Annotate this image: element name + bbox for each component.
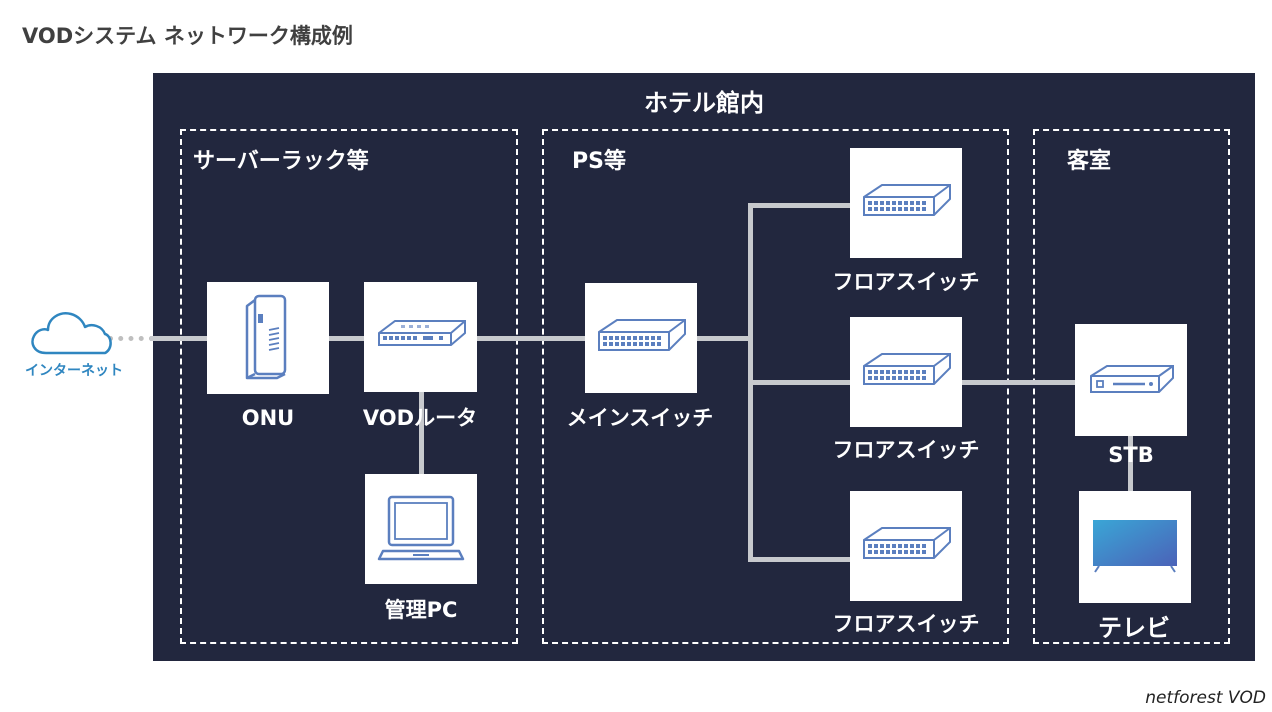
hotel-label: ホテル館内 <box>644 89 764 117</box>
network-switch-icon <box>863 353 951 385</box>
stb-label: STB <box>1108 443 1154 467</box>
tv-label: テレビ <box>1098 614 1170 642</box>
network-switch-icon <box>863 527 951 559</box>
floor-switch-label-1: フロアスイッチ <box>832 270 980 294</box>
link-floor-2 <box>748 380 852 385</box>
link-stb-tv <box>1128 434 1133 491</box>
brand-logo-text: netforest VOD <box>1145 688 1266 708</box>
floor-switch-label-3: フロアスイッチ <box>832 612 980 636</box>
television-icon <box>1093 520 1177 573</box>
zone-server-rack <box>180 129 518 644</box>
vod-router-label: VODルータ <box>362 406 478 430</box>
tv-box <box>1079 491 1191 603</box>
onu-label: ONU <box>241 406 295 430</box>
main-switch-box <box>585 283 697 393</box>
vod-router-box <box>364 282 477 392</box>
floor-switch-box-3 <box>850 491 962 601</box>
set-top-box-icon <box>1090 365 1174 393</box>
admin-pc-box <box>365 474 477 584</box>
router-icon <box>377 320 466 346</box>
link-floor-1 <box>748 203 852 208</box>
network-switch-icon <box>598 319 686 351</box>
zone-ps <box>542 129 1009 644</box>
zone-label-server-rack: サーバーラック等 <box>193 149 369 174</box>
hotel-panel <box>153 73 1255 661</box>
internet-cloud <box>28 305 114 357</box>
stb-box <box>1075 324 1187 436</box>
laptop-icon <box>377 495 465 561</box>
onu-device-icon <box>245 294 287 380</box>
network-switch-icon <box>863 184 951 216</box>
onu-box <box>207 282 329 394</box>
floor-switch-box-2 <box>850 317 962 427</box>
zone-label-guest-room: 客室 <box>1067 149 1112 174</box>
internet-label: インターネット <box>25 363 123 379</box>
zone-guest-room <box>1033 129 1230 644</box>
internet-link-dotted <box>108 336 154 341</box>
cloud-icon <box>31 312 112 355</box>
main-switch-label: メインスイッチ <box>566 406 714 430</box>
floor-switch-box-1 <box>850 148 962 258</box>
link-floor-stb <box>960 380 1077 385</box>
admin-pc-label: 管理PC <box>384 598 458 622</box>
zone-label-ps: PS等 <box>572 149 626 174</box>
link-floor-3 <box>748 557 852 562</box>
link-router-pc <box>419 390 424 474</box>
floor-switch-label-2: フロアスイッチ <box>832 438 980 462</box>
page-title: VODシステム ネットワーク構成例 <box>22 24 353 48</box>
